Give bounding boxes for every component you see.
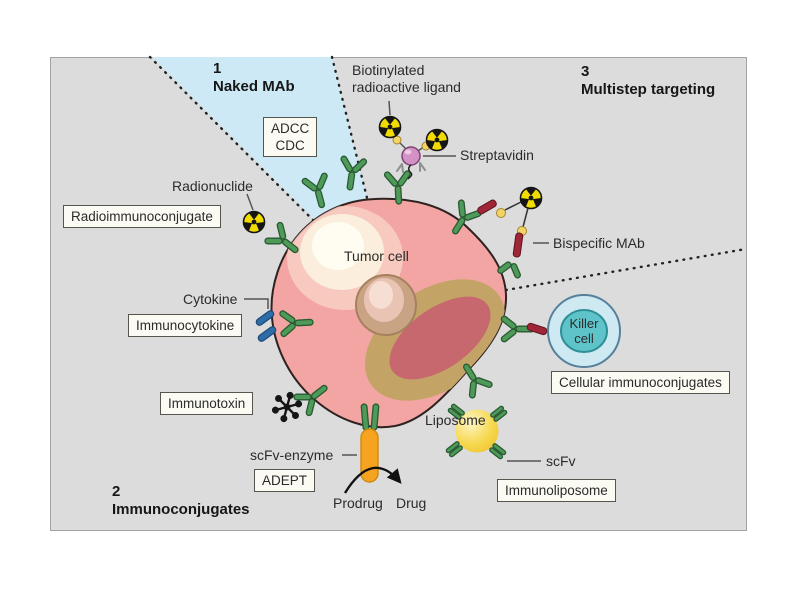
radioimmunoconjugate-box: Radioimmunoconjugate bbox=[63, 205, 221, 228]
section-1-number: 1 bbox=[213, 60, 222, 77]
cdc-label: CDC bbox=[275, 138, 305, 153]
adcc-label: ADCC bbox=[271, 121, 310, 136]
biotin-icon bbox=[392, 135, 402, 145]
scfv-enzyme-label: scFv-enzyme bbox=[250, 447, 334, 463]
section-1-title: Naked MAb bbox=[213, 78, 295, 95]
cytoplasm-rose-region bbox=[389, 296, 491, 380]
immunocytokine-box: Immunocytokine bbox=[128, 314, 243, 337]
cytokine-label: Cytokine bbox=[183, 291, 238, 307]
prodrug-label: Prodrug bbox=[333, 495, 383, 511]
radioactive-hapten-icon bbox=[518, 186, 544, 210]
bispecific-mab-label: Bispecific MAb bbox=[553, 235, 645, 251]
streptavidin-complex bbox=[377, 100, 450, 180]
biotinylated-line-1: Biotinylated bbox=[352, 62, 425, 78]
tumor-cell-label: Tumor cell bbox=[344, 248, 409, 264]
enzyme-capsule-icon bbox=[360, 428, 379, 483]
cellular-immunoconjugates-box: Cellular immunoconjugates bbox=[551, 371, 730, 394]
liposome-label: Liposome bbox=[425, 412, 486, 428]
radioactive-ligand-icon bbox=[377, 115, 403, 139]
section-3-title: Multistep targeting bbox=[581, 81, 716, 98]
radioactive-ligand-icon bbox=[424, 128, 450, 152]
prodrug-to-drug-arrow bbox=[343, 466, 402, 494]
liposome-icon bbox=[455, 409, 499, 453]
bispecific-red-arm-icon bbox=[512, 232, 524, 258]
cytokine-icon bbox=[255, 310, 277, 342]
killer-cell-line-1: Killer bbox=[569, 316, 599, 331]
label-pointer-lines bbox=[244, 155, 549, 462]
bispecific-red-fab-icon bbox=[477, 199, 497, 215]
adept-box: ADEPT bbox=[254, 469, 316, 492]
region-divider-lines bbox=[148, 55, 748, 292]
killer-cell-label: Killer cell bbox=[570, 316, 599, 346]
tumor-cell-shape bbox=[270, 197, 508, 429]
section-2-title: Immunoconjugates bbox=[112, 501, 250, 518]
radionuclide-label: Radionuclide bbox=[172, 178, 253, 194]
killer-link-red-fab-icon bbox=[526, 322, 548, 336]
streptavidin-icon bbox=[401, 146, 421, 166]
scfv-label: scFv bbox=[546, 453, 576, 469]
biotinylated-ligand-label: Biotinylated radioactive ligand bbox=[352, 62, 461, 96]
naked-mab-wedge bbox=[152, 57, 372, 251]
immunoliposome-box: Immunoliposome bbox=[497, 479, 616, 502]
cell-highlight-inner bbox=[312, 222, 364, 270]
section-2-number: 2 bbox=[112, 483, 121, 500]
immunoliposome-shape bbox=[444, 402, 509, 461]
biotinylated-line-2: radioactive ligand bbox=[352, 79, 461, 95]
immunotoxin-box: Immunotoxin bbox=[160, 392, 254, 415]
hapten-icon bbox=[496, 208, 506, 218]
bispecific-complex bbox=[477, 186, 544, 258]
killer-cell-line-2: cell bbox=[574, 331, 594, 346]
drug-label: Drug bbox=[396, 495, 427, 511]
adcc-cdc-box: ADCC CDC bbox=[263, 117, 318, 157]
nucleus bbox=[355, 274, 417, 336]
section-3-number: 3 bbox=[581, 63, 590, 80]
killer-cell-shape bbox=[526, 294, 621, 368]
radionuclide-icon bbox=[241, 210, 267, 234]
streptavidin-label: Streptavidin bbox=[460, 147, 534, 163]
